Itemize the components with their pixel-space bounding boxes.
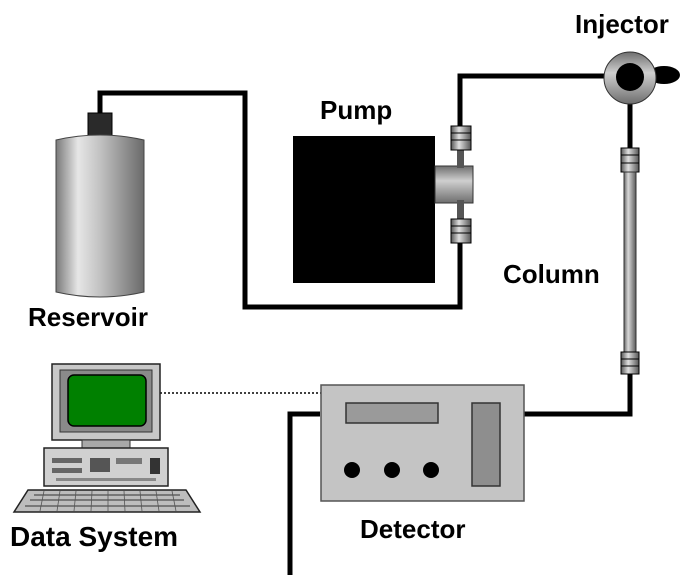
column-fitting-bottom [620,351,640,375]
detector-knob-1 [344,462,360,478]
keyboard-icon [12,489,202,513]
column-fitting-top [620,147,640,173]
tubing [97,73,633,575]
detector-display [345,402,439,424]
reservoir-label: Reservoir [28,302,148,332]
column-label: Column [503,259,600,289]
injector-valve-icon [603,51,680,105]
data-system-label: Data System [10,521,178,552]
tube-column-to-detector [524,372,633,417]
tube-pump-to-injector [457,73,612,130]
pump-inlet-line [457,200,464,230]
reservoir-body [55,134,145,298]
injector-port [616,63,644,91]
detector-knob-2 [384,462,400,478]
detector-icon [320,384,525,502]
detector-knob-3 [423,462,439,478]
tube-reservoir-to-pump [97,90,463,310]
pump-outlet-line [457,140,464,168]
column-tube [623,171,637,353]
detector-label: Detector [360,514,465,544]
detector-panel [471,402,501,487]
pump-fitting-bottom [450,218,472,244]
pump-fitting-top [450,125,472,151]
pump-body [293,136,435,283]
pump-label: Pump [320,95,392,125]
pump-head [434,165,474,204]
pump-icon [293,125,474,283]
tube-detector-waste [287,411,320,575]
injector-label: Injector [575,9,669,39]
monitor-screen [67,374,147,427]
reservoir-bottle-icon [55,112,145,298]
monitor-stand [81,439,131,449]
column-icon [620,147,640,375]
computer-icon [43,363,169,487]
